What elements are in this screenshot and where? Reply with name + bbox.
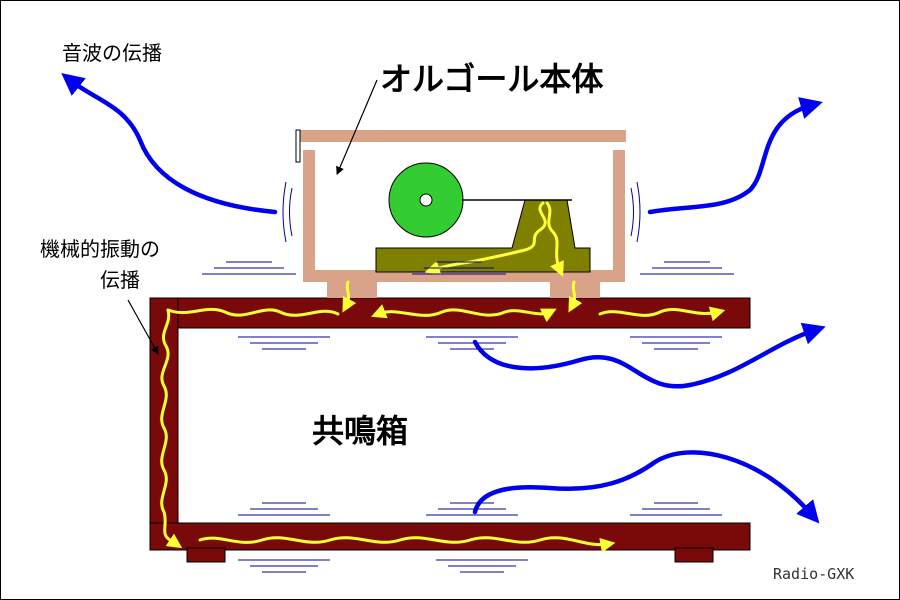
vibration-path-comb-down: [545, 201, 564, 277]
drum-axle: [419, 193, 433, 207]
comb-mechanism: [375, 199, 591, 273]
sound-wave-bottom: [472, 450, 820, 524]
music-box-body: [295, 129, 626, 298]
leader-vibration: [127, 299, 159, 355]
surface-ripples: [202, 261, 734, 573]
mechanical-vibration-label-line1: 機械的振動の: [40, 237, 160, 261]
vibration-path-bottom: [198, 536, 616, 553]
music-box-lid: [296, 130, 626, 142]
resonance-box-label: 共鳴箱: [312, 412, 409, 450]
sound-wave-top-right: [647, 97, 823, 215]
mechanical-vibration-label-line2: 伝播: [100, 268, 140, 292]
mechanical-vibration-paths: [160, 201, 726, 553]
music-box-right-wall: [613, 150, 625, 278]
vibration-path-comb-to-base: [424, 201, 547, 275]
vibration-path-top-right: [598, 306, 726, 322]
vibration-path-right-foot: [568, 280, 583, 313]
watermark: Radio-GXK: [773, 565, 855, 583]
sound-wave-top-left: [61, 72, 278, 215]
sound-wave-arrows: [61, 72, 826, 524]
sound-wave-middle: [472, 322, 826, 389]
music-box-foot-left: [327, 282, 377, 298]
vibration-path-side: [160, 308, 183, 549]
resonance-box-foot-left: [186, 547, 226, 563]
music-box-left-wall: [303, 150, 315, 278]
music-box-body-label: オルゴール本体: [380, 60, 604, 98]
vibration-path-left-foot: [342, 280, 357, 313]
leader-music-box: [336, 79, 378, 176]
resonance-box: [149, 297, 751, 563]
wall-ripples: [282, 181, 641, 243]
sound-propagation-label: 音波の伝播: [62, 41, 162, 65]
resonance-box-bottom-board: [149, 522, 751, 551]
vibration-path-top-middle: [371, 304, 557, 323]
music-box-base: [303, 270, 625, 282]
lid-hinge: [295, 129, 301, 163]
resonance-box-foot-right: [674, 547, 714, 563]
vibration-path-top-left: [166, 307, 340, 317]
